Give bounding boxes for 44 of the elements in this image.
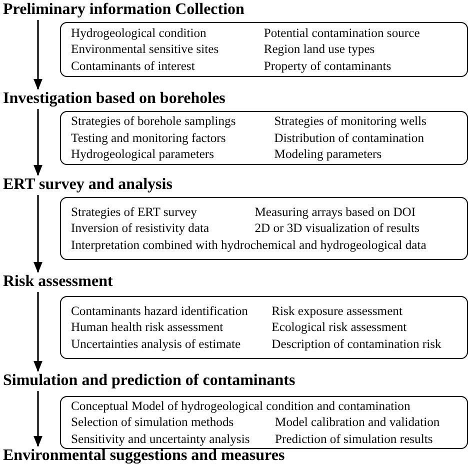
item-text: Property of contaminants	[264, 58, 392, 74]
item-text: Strategies of borehole samplings	[71, 113, 237, 130]
section-heading: ERT survey and analysis	[3, 176, 172, 194]
item-text: 2D or 3D visualization of results	[254, 220, 420, 237]
item-text: Sensitivity and uncertainty analysis	[71, 430, 251, 448]
item-box	[60, 111, 468, 165]
item-box	[60, 197, 468, 260]
item-text: Human health risk assessment	[71, 319, 224, 336]
section-heading: Risk assessment	[3, 273, 113, 291]
item-box	[60, 22, 468, 77]
section-heading: Preliminary information Collection	[3, 1, 244, 19]
item-box	[60, 396, 468, 449]
item-text: Uncertainties analysis of estimate	[71, 336, 242, 352]
item-text: Strategies of ERT survey	[71, 204, 198, 220]
arrow	[34, 292, 42, 372]
section-heading: Investigation based on boreholes	[3, 90, 226, 108]
item-text: Distribution of contamination	[274, 130, 425, 146]
item-text: Region land use types	[264, 41, 376, 58]
item-text: Contaminants hazard identification	[71, 302, 249, 320]
item-text: Model calibration and validation	[275, 414, 441, 431]
arrow	[34, 391, 42, 448]
arrow	[34, 20, 42, 90]
item-box	[60, 296, 468, 359]
item-text: Ecological risk assessment	[272, 319, 408, 336]
item-text: Potential contamination source	[264, 24, 421, 42]
item-text: Risk exposure assessment	[272, 302, 404, 320]
item-text: Description of contamination risk	[272, 336, 442, 352]
item-text: Environmental sensitive sites	[71, 41, 220, 58]
arrow	[34, 195, 42, 274]
item-text: Hydrogeological condition	[71, 24, 208, 42]
item-text: Interpretation combined with hydrochemical and hydrogeological data	[71, 236, 428, 254]
section-heading: Simulation and prediction of contaminants	[3, 372, 296, 390]
item-text: Conceptual Model of hydrogeological condition and contamination	[71, 398, 412, 414]
item-text: Inversion of resistivity data	[71, 220, 210, 237]
item-text: Contaminants of interest	[71, 58, 196, 74]
arrow	[34, 109, 42, 176]
item-text: Measuring arrays based on DOI	[254, 204, 417, 220]
section-heading: Environmental suggestions and measures	[3, 447, 285, 465]
item-text: Prediction of simulation results	[275, 430, 434, 448]
item-text: Testing and monitoring factors	[71, 130, 227, 146]
item-text: Strategies of monitoring wells	[274, 113, 428, 130]
item-text: Selection of simulation methods	[71, 414, 235, 431]
item-text: Modeling parameters	[274, 146, 383, 163]
item-text: Hydrogeological parameters	[71, 146, 216, 163]
